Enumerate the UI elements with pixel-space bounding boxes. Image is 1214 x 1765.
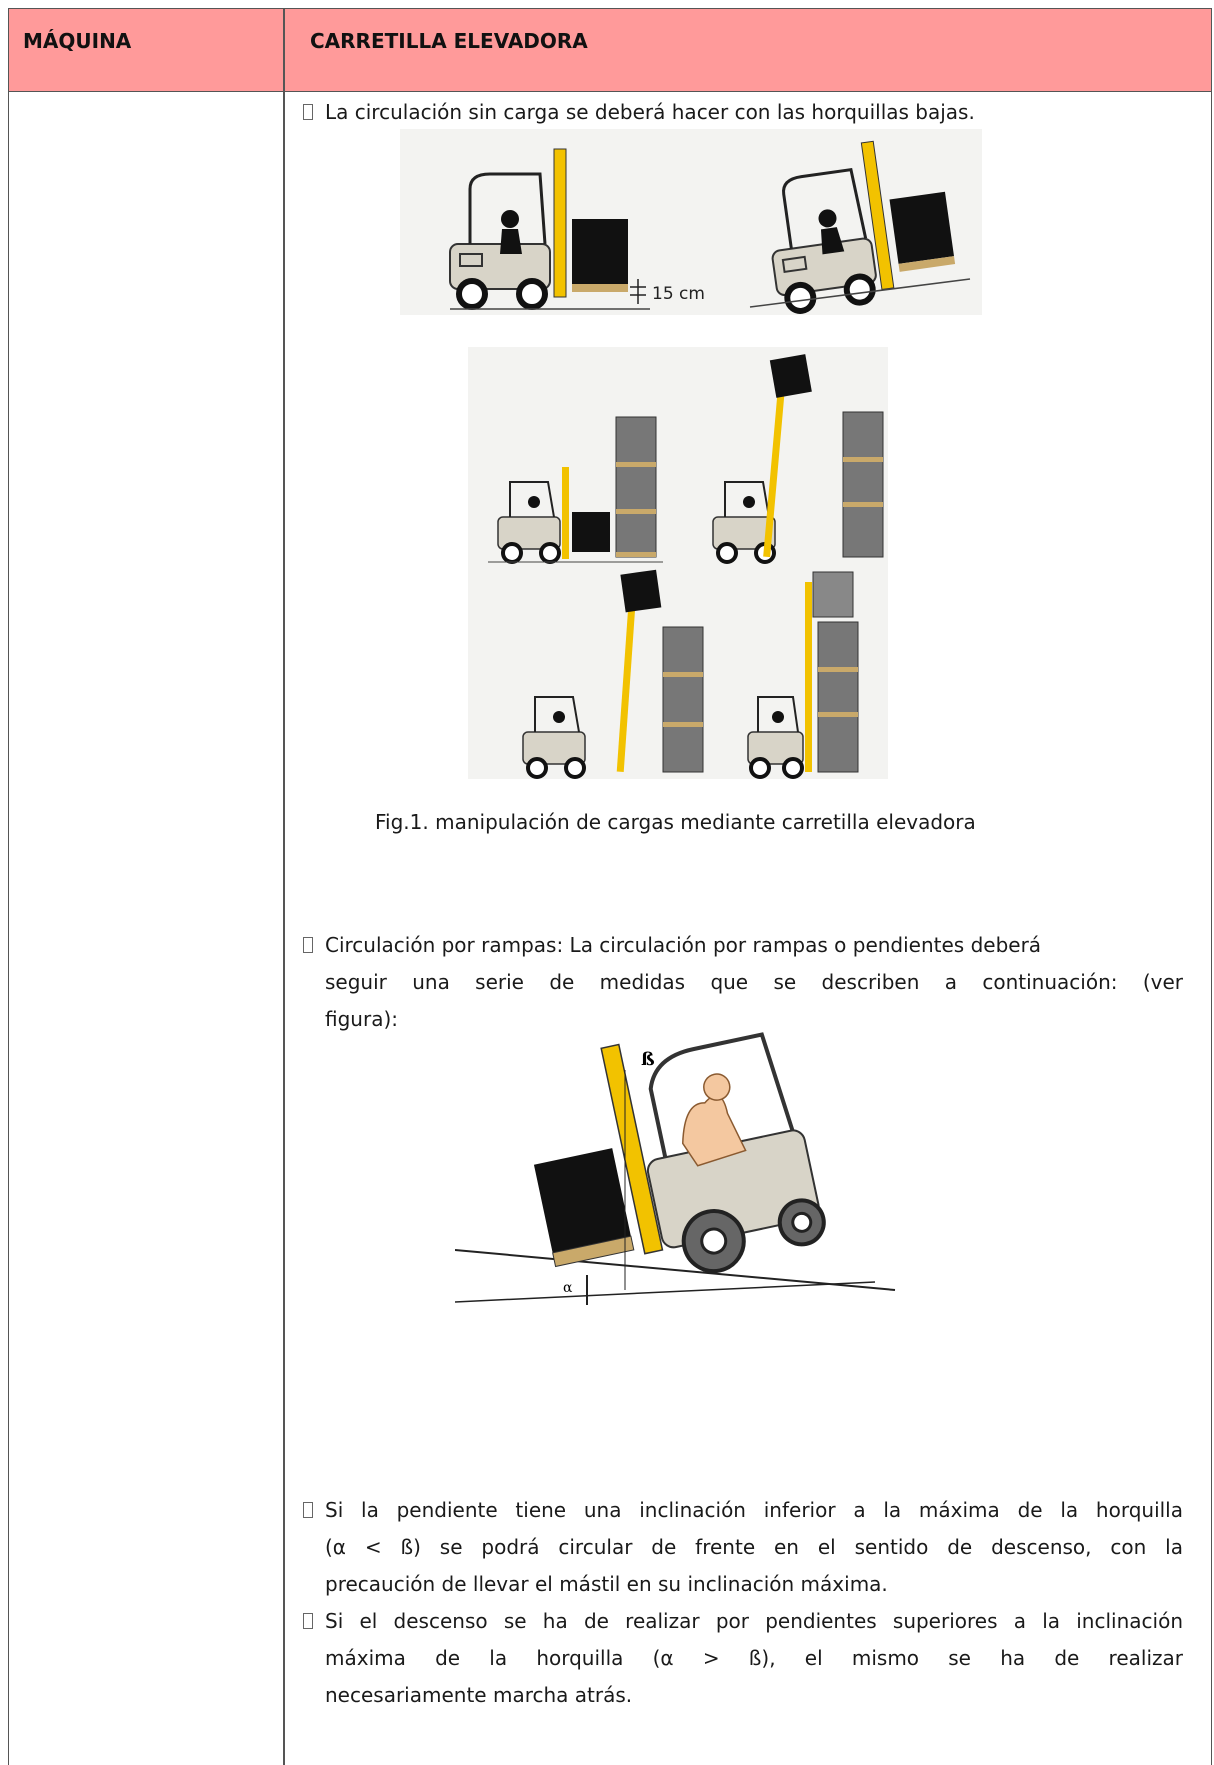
measurement-icon: [630, 279, 646, 304]
bullet-4-line-2: máxima de la horquilla (α > ß), el mismo…: [325, 1646, 1183, 1670]
alpha-label: α: [563, 1280, 573, 1296]
bullet-marker-icon: [303, 937, 313, 953]
measure-label: 15 cm: [652, 284, 705, 304]
bullet-4-line-1: Si el descenso se ha de realizar por pen…: [325, 1609, 1183, 1633]
table-header: MÁQUINA CARRETILLA ELEVADORA: [9, 9, 1211, 92]
bullet-3-line-1: Si la pendiente tiene una inclinación in…: [325, 1498, 1183, 1522]
column-divider: [283, 9, 285, 1765]
bullet-3-line-2: (α < ß) se podrá circular de frente en e…: [325, 1535, 1183, 1559]
bullet-2-line-2: seguir una serie de medidas que se descr…: [325, 970, 1183, 994]
bullet-3: Si la pendiente tiene una inclinación in…: [303, 1492, 1183, 1603]
header-machine-label: MÁQUINA: [23, 29, 132, 53]
figure-caption: Fig.1. manipulación de cargas mediante c…: [375, 810, 976, 834]
bullet-3-line-3: precaución de llevar el mástil en su inc…: [325, 1572, 888, 1596]
bullet-2-line-3: figura):: [325, 1007, 398, 1031]
bullet-4-line-3: necesariamente marcha atrás.: [325, 1683, 633, 1707]
content-column: La circulación sin carga se deberá hacer…: [285, 92, 1211, 1765]
bullet-marker-icon: [303, 1502, 313, 1518]
beta-label: ß: [641, 1049, 655, 1070]
bullet-marker-icon: [303, 104, 313, 120]
stacking-scene-1: [488, 416, 663, 564]
header-machine-name: CARRETILLA ELEVADORA: [310, 29, 588, 53]
bullet-2: Circulación por rampas: La circulación p…: [303, 927, 1183, 1038]
bullet-2-line-1: Circulación por rampas: La circulación p…: [325, 933, 1042, 957]
forklift-slope-icon: [771, 140, 956, 314]
stacking-scene-4: [747, 571, 859, 779]
forklift-icon: [449, 148, 650, 310]
stacking-scene-3: [522, 569, 704, 779]
bullet-4: Si el descenso se ha de realizar por pen…: [303, 1603, 1183, 1714]
ramp-forklift-figure: ß α: [455, 1020, 915, 1320]
info-table: MÁQUINA CARRETILLA ELEVADORA La circulac…: [8, 8, 1212, 1765]
forklift-stacking-figure: [468, 347, 888, 779]
bullet-1: La circulación sin carga se deberá hacer…: [303, 94, 975, 131]
stacking-scene-2: [712, 354, 884, 564]
forklift-low-forks-figure: 15 cm: [400, 129, 982, 315]
bullet-1-text: La circulación sin carga se deberá hacer…: [325, 100, 975, 124]
bullet-marker-icon: [303, 1613, 313, 1629]
